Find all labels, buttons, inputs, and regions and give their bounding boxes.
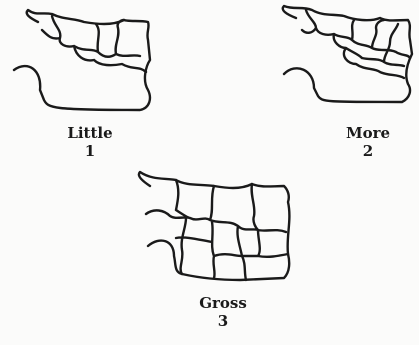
gross-cells <box>146 180 288 280</box>
caption-gross: Gross 3 <box>188 294 258 330</box>
caption-little-number: 1 <box>58 142 122 160</box>
caption-gross-number: 3 <box>188 312 258 330</box>
caption-gross-label: Gross <box>188 294 258 312</box>
panel-more-drawing <box>283 6 412 102</box>
caption-more: More 2 <box>336 124 400 160</box>
caption-little-label: Little <box>58 124 122 142</box>
little-outer-boundary <box>14 10 150 110</box>
panel-gross-drawing <box>139 172 289 280</box>
more-outer-boundary <box>283 6 412 102</box>
caption-more-number: 2 <box>336 142 400 160</box>
caption-more-label: More <box>336 124 400 142</box>
panel-little-drawing <box>14 10 150 110</box>
caption-little: Little 1 <box>58 124 122 160</box>
